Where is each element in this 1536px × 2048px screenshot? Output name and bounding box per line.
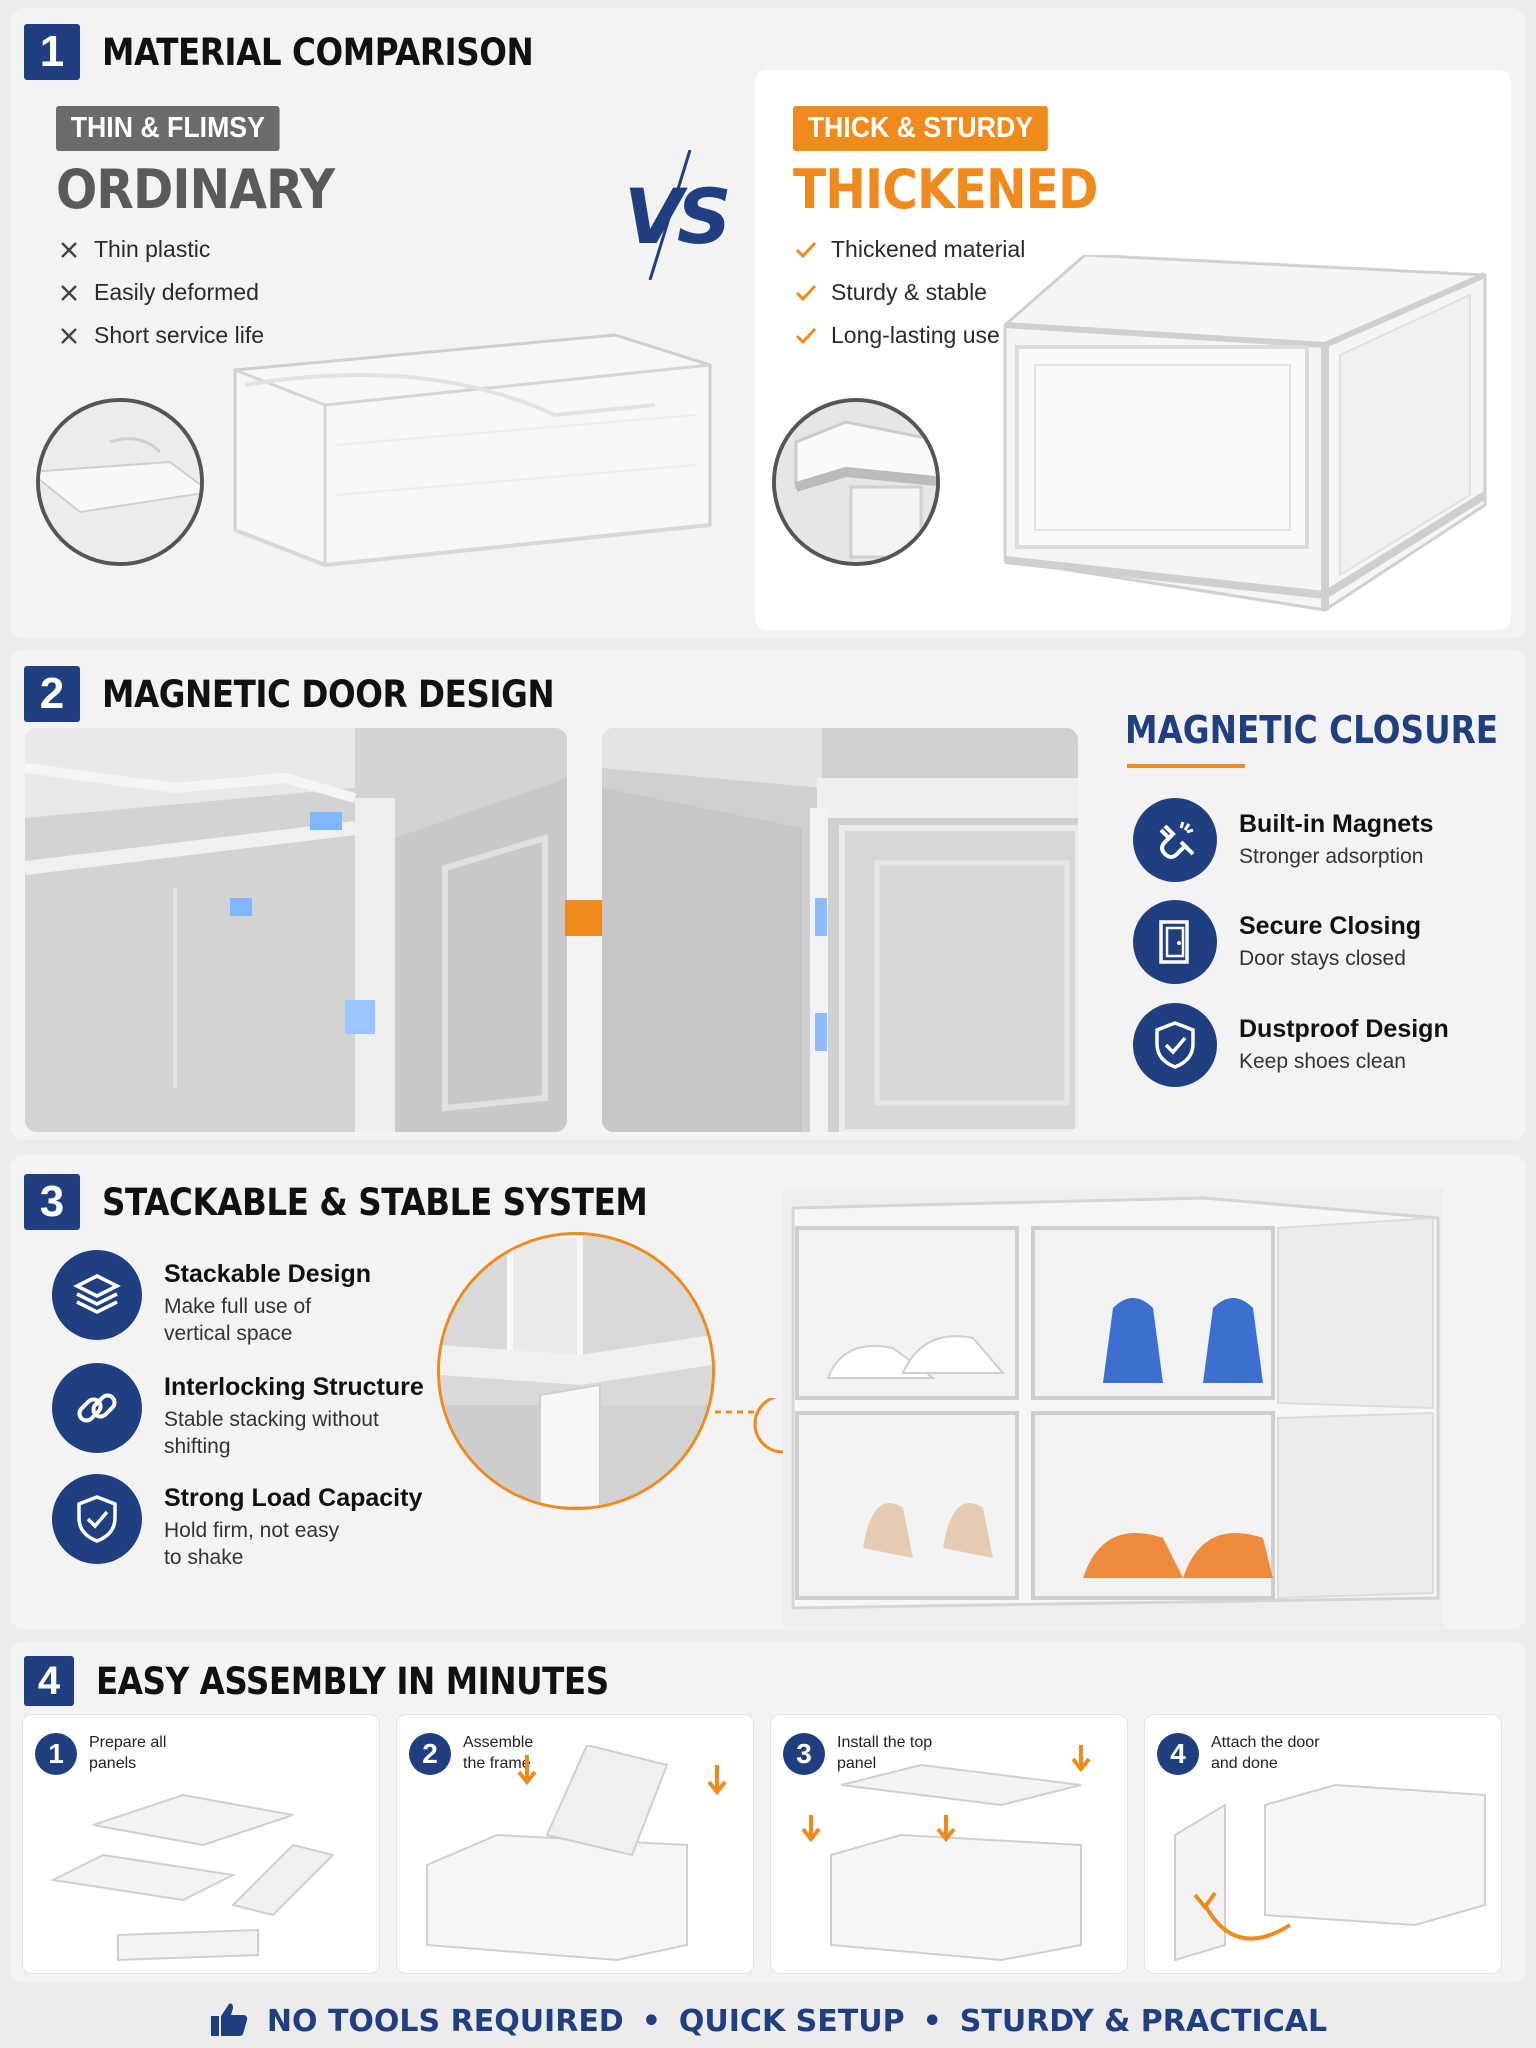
stacked-boxes-image bbox=[783, 1188, 1443, 1628]
shield-check-icon bbox=[52, 1474, 142, 1564]
footer-item: STURDY & PRACTICAL bbox=[959, 2003, 1328, 2039]
vs-label: VS bbox=[620, 149, 732, 281]
magnet-icon bbox=[1133, 798, 1217, 882]
cross-icon bbox=[56, 323, 82, 349]
check-icon bbox=[793, 280, 819, 306]
shield-check-icon bbox=[1133, 1003, 1217, 1087]
ordinary-feature: Thin plastic bbox=[56, 228, 264, 271]
check-icon bbox=[793, 323, 819, 349]
section4-title: EASY ASSEMBLY IN MINUTES bbox=[96, 1659, 609, 1703]
feature-secure-closing: Secure Closing Door stays closed bbox=[1133, 900, 1421, 984]
door-closed-photo bbox=[602, 728, 1078, 1132]
section1-title: MATERIAL COMPARISON bbox=[102, 30, 534, 74]
check-icon bbox=[793, 237, 819, 263]
section4-number: 4 bbox=[24, 1656, 74, 1706]
interlock-zoom-circle bbox=[437, 1232, 715, 1510]
thumbs-up-icon bbox=[209, 2000, 249, 2043]
thickened-heading: THICKENED bbox=[793, 158, 1098, 221]
thickened-features: Thickened material Sturdy & stable Long-… bbox=[793, 228, 1025, 357]
feature-built-in-magnets: Built-in Magnets Stronger adsorption bbox=[1133, 798, 1433, 882]
feature-strong-load-capacity: Strong Load Capacity Hold firm, not easy… bbox=[52, 1474, 422, 1572]
footer-separator: • bbox=[641, 2003, 661, 2039]
footer-item: QUICK SETUP bbox=[678, 2003, 905, 2039]
ordinary-box-image bbox=[233, 333, 712, 568]
footer-banner: NO TOOLS REQUIRED • QUICK SETUP • STURDY… bbox=[0, 1994, 1536, 2048]
section1-number: 1 bbox=[24, 24, 80, 80]
ordinary-zoom-circle bbox=[36, 398, 204, 566]
footer-separator: • bbox=[922, 2003, 942, 2039]
footer-item: NO TOOLS REQUIRED bbox=[266, 2003, 624, 2039]
thickened-feature: Sturdy & stable bbox=[793, 271, 1025, 314]
section1-header: 1 MATERIAL COMPARISON bbox=[24, 24, 592, 80]
section2-title: MAGNETIC DOOR DESIGN bbox=[102, 672, 555, 716]
top-panel-image bbox=[801, 1745, 1091, 1962]
ordinary-tag: THIN & FLIMSY bbox=[56, 106, 280, 151]
attach-door-image bbox=[1174, 1783, 1486, 1962]
panels-image bbox=[49, 1793, 335, 1962]
door-icon bbox=[1133, 900, 1217, 984]
section3-title: STACKABLE & STABLE SYSTEM bbox=[102, 1180, 648, 1224]
cross-icon bbox=[56, 237, 82, 263]
door-open-photo bbox=[25, 728, 567, 1132]
closure-underline bbox=[1127, 764, 1245, 768]
ordinary-feature: Short service life bbox=[56, 314, 264, 357]
feature-dustproof-design: Dustproof Design Keep shoes clean bbox=[1133, 1003, 1449, 1087]
section2-number: 2 bbox=[24, 666, 80, 722]
magnetic-closure-title: MAGNETIC CLOSURE bbox=[1125, 708, 1499, 752]
section2-header: 2 MAGNETIC DOOR DESIGN bbox=[24, 666, 616, 722]
feature-stackable-design: Stackable Design Make full use of vertic… bbox=[52, 1250, 371, 1348]
thickened-box-image bbox=[1003, 255, 1488, 612]
ordinary-heading: ORDINARY bbox=[56, 158, 335, 221]
ordinary-feature: Easily deformed bbox=[56, 271, 264, 314]
thickened-tag: THICK & STURDY bbox=[793, 106, 1048, 151]
section4-header: 4 EASY ASSEMBLY IN MINUTES bbox=[24, 1656, 679, 1706]
cross-icon bbox=[56, 280, 82, 306]
section3-number: 3 bbox=[24, 1174, 80, 1230]
layers-icon bbox=[52, 1250, 142, 1340]
feature-interlocking-structure: Interlocking Structure Stable stacking w… bbox=[52, 1363, 424, 1461]
ordinary-features: Thin plastic Easily deformed Short servi… bbox=[56, 228, 264, 357]
thickened-zoom-circle bbox=[772, 398, 940, 566]
link-icon bbox=[52, 1363, 142, 1453]
frame-image bbox=[426, 1745, 727, 1962]
section3-header: 3 STACKABLE & STABLE SYSTEM bbox=[24, 1174, 722, 1230]
thickened-feature: Thickened material bbox=[793, 228, 1025, 271]
thickened-feature: Long-lasting use bbox=[793, 314, 1025, 357]
